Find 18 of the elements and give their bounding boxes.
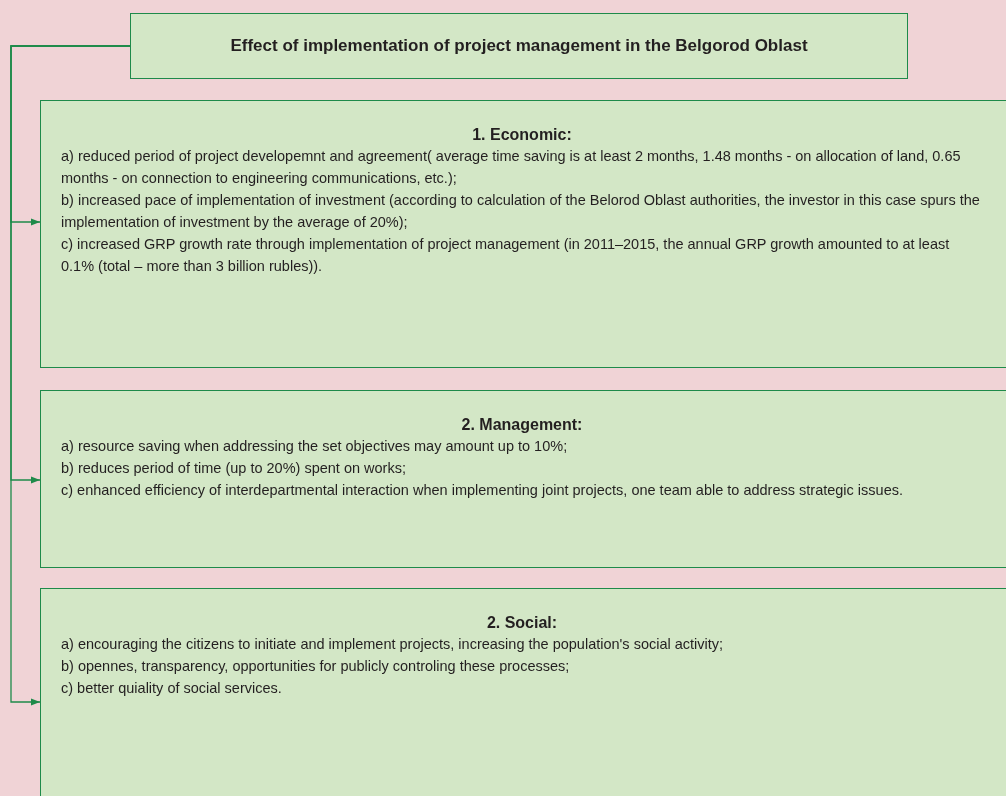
effect-item: b) reduces period of time (up to 20%) spent on works;: [61, 459, 407, 478]
effect-item: c) increased GRP growth rate through implementation of project management (in 2011–2015, the annual GRP growth amounted to at least 0.1% (total – more than 3 billion rubles)).: [61, 235, 951, 276]
title-text: Effect of implementation of project management in the Belgorod Oblast: [230, 35, 808, 58]
title-box: [130, 13, 908, 79]
effect-item: a) encouraging the citizens to initiate and implement projects, increasing the population's social activity;: [61, 635, 725, 654]
effect-item: c) enhanced efficiency of interdepartmental interaction when implementing joint projects, one team able to address strategic issues.: [61, 481, 904, 500]
category-heading: 1. Economic:: [471, 125, 573, 145]
effect-item: b) opennes, transparency, opportunities for publicly controling these processes;: [61, 657, 571, 676]
effect-item: b) increased pace of implementation of investment (according to calculation of the Belorod Oblast authorities, the investor in this case spurs the implementation of investment by the average of 20%);: [61, 191, 981, 232]
category-box: [40, 588, 1006, 796]
effect-item: c) better quiality of social services.: [61, 679, 283, 698]
category-heading: 2. Social:: [485, 613, 559, 633]
connector-arrow: [10, 45, 131, 706]
category-box: [40, 390, 1006, 568]
effect-item: a) resource saving when addressing the set objectives may amount up to 10%;: [61, 437, 569, 456]
effect-item: a) reduced period of project developemnt and agreement( average time saving is at least 2 months, 1.48 months - on allocation of land, 0.65 months - on connection to engineering communications, etc.);: [61, 147, 962, 188]
category-heading: 2. Management:: [460, 415, 584, 435]
category-box: [40, 100, 1006, 368]
